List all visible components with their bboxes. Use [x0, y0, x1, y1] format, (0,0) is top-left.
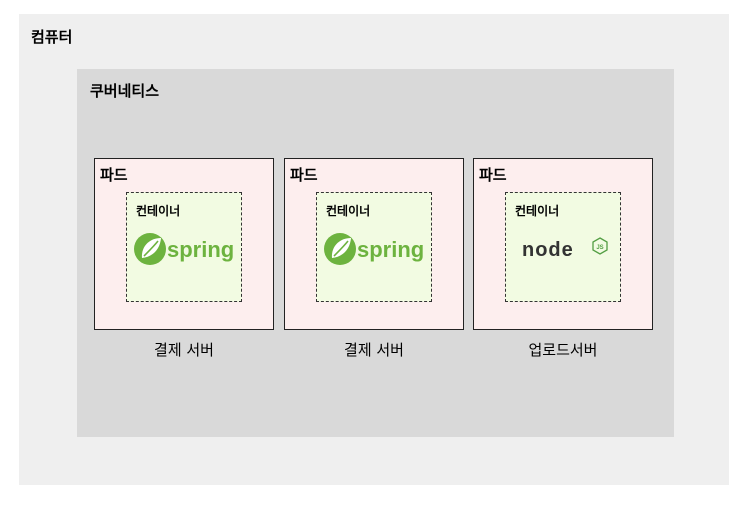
logo-text: spring — [167, 237, 234, 262]
container-box: 컨테이너 spring — [316, 192, 432, 302]
spring-logo-icon: spring — [134, 233, 234, 265]
kubernetes-label: 쿠버네티스 — [90, 82, 160, 100]
container-label: 컨테이너 — [136, 204, 181, 218]
pod-3: 파드 컨테이너 node JS — [473, 158, 653, 330]
pod-caption: 업로드서버 — [528, 341, 598, 359]
logo-text: node — [522, 239, 574, 261]
pod-label: 파드 — [100, 166, 128, 184]
container-box: 컨테이너 node JS — [505, 192, 621, 302]
pod-1: 파드 컨테이너 spring — [94, 158, 274, 330]
container-label: 컨테이너 — [515, 204, 560, 218]
nodejs-logo-icon: node JS — [522, 237, 608, 261]
pod-label: 파드 — [479, 166, 507, 184]
container-label: 컨테이너 — [326, 204, 371, 218]
pod-caption: 결제 서버 — [344, 341, 404, 359]
pod-label: 파드 — [290, 166, 318, 184]
spring-logo-icon: spring — [324, 233, 424, 265]
pod-caption: 결제 서버 — [154, 341, 214, 359]
container-box: 컨테이너 spring — [126, 192, 242, 302]
logo-badge: JS — [596, 245, 603, 251]
pod-2: 파드 컨테이너 spring — [284, 158, 464, 330]
computer-label: 컴퓨터 — [31, 28, 73, 46]
logo-text: spring — [357, 237, 424, 262]
